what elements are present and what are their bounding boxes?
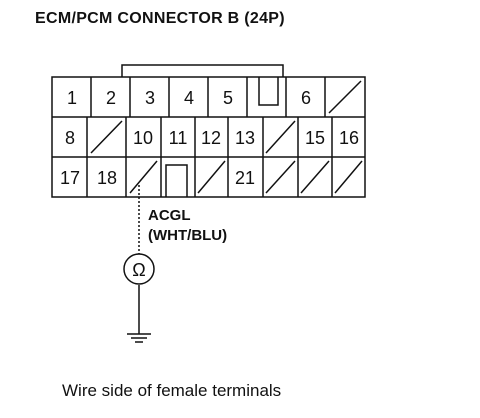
diagram-title: ECM/PCM CONNECTOR B (24P)	[35, 10, 285, 27]
connector-lock-tab	[121, 64, 284, 77]
pin-label: 4	[184, 88, 194, 108]
pin-label: 5	[223, 88, 233, 108]
pin-label: 15	[305, 128, 325, 148]
wire-color-label: (WHT/BLU)	[148, 227, 227, 244]
pin-label: 12	[201, 128, 221, 148]
pin-label: 6	[301, 88, 311, 108]
pin-label: 1	[67, 88, 77, 108]
diagram-caption: Wire side of female terminals	[62, 381, 282, 400]
ohm-icon: Ω	[132, 260, 145, 280]
empty-terminal-slashes	[90, 80, 363, 194]
pin-label: 17	[60, 168, 80, 188]
pin-label: 16	[339, 128, 359, 148]
ground-icon	[127, 333, 151, 343]
ohmmeter-symbol	[123, 253, 155, 285]
pin-label: 2	[106, 88, 116, 108]
key-notch-top	[258, 77, 279, 106]
pin-label: 18	[97, 168, 117, 188]
key-notch-bottom	[165, 164, 188, 197]
pin-label: 13	[235, 128, 255, 148]
pin-label: 21	[235, 168, 255, 188]
pin-label: 10	[133, 128, 153, 148]
pin-label: 8	[65, 128, 75, 148]
pin-label: 3	[145, 88, 155, 108]
wire-terminal-label: ACGL	[148, 207, 191, 224]
pin-label: 11	[169, 128, 188, 148]
